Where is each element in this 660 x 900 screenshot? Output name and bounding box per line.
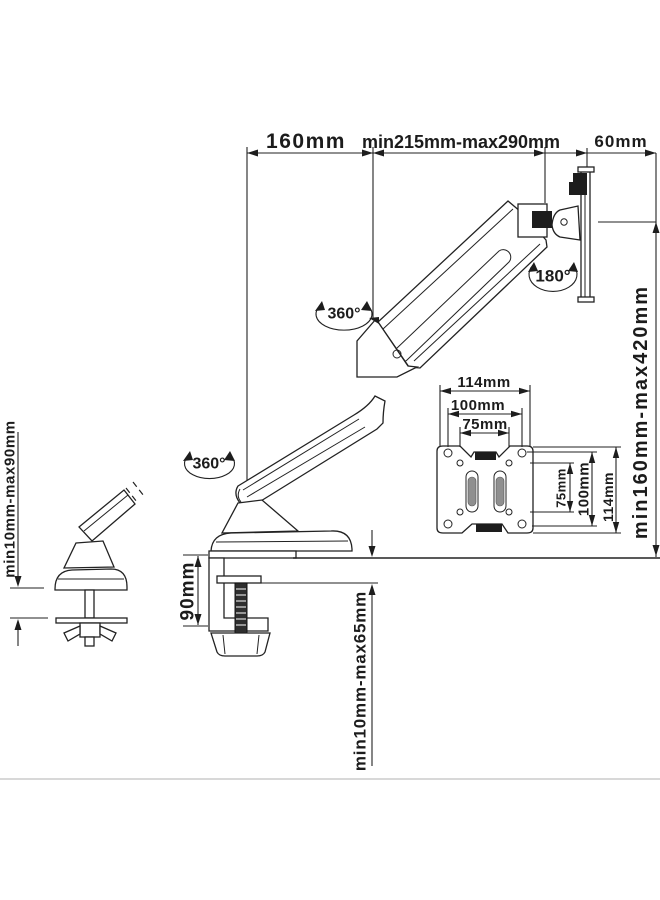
ball-joint bbox=[551, 205, 581, 241]
arm-stub bbox=[78, 489, 136, 542]
label-grommet-range: min10mm-max90mm bbox=[2, 420, 19, 577]
clamp-pad bbox=[216, 575, 262, 584]
label-vesa-width-114: 114mm bbox=[457, 374, 510, 391]
label-tilt-180: 180° bbox=[535, 267, 570, 286]
clamp-top bbox=[208, 550, 297, 559]
vesa-top-clip bbox=[475, 452, 496, 460]
label-swivel-base: 360° bbox=[192, 456, 225, 473]
grommet-plate bbox=[55, 617, 128, 624]
rotation-180-head-icon: 180° bbox=[528, 262, 578, 292]
top-dimension-chain: 160mm min215mm-max290mm 60mm bbox=[246, 130, 656, 488]
label-vesa-width-100: 100mm bbox=[451, 397, 505, 414]
monitor-head bbox=[517, 166, 595, 303]
label-swivel-upper: 360° bbox=[327, 306, 360, 323]
quick-release-block bbox=[532, 211, 552, 228]
base-dome bbox=[210, 530, 353, 552]
grommet-range-dimension: min10mm-max90mm bbox=[2, 420, 48, 646]
label-height-range: min160mm-max420mm bbox=[630, 285, 652, 539]
rotation-360-base-icon: 360° bbox=[183, 451, 236, 480]
height-dimension: min160mm-max420mm bbox=[598, 153, 660, 557]
label-clamp-drop: 90mm bbox=[178, 562, 199, 621]
elbow-joint bbox=[356, 317, 420, 378]
grommet-cone bbox=[62, 540, 115, 569]
wing-nut bbox=[79, 622, 101, 638]
label-vesa-width-75: 75mm bbox=[462, 416, 507, 433]
release-tab bbox=[569, 173, 587, 195]
rotation-360-upper-icon: 360° bbox=[315, 301, 373, 331]
desk-thickness-dimension: min10mm-max65mm bbox=[351, 530, 376, 771]
label-vesa-height-75: 75mm bbox=[554, 468, 569, 508]
label-vesa-height-100: 100mm bbox=[576, 462, 593, 516]
vesa-plate-detail bbox=[436, 445, 534, 534]
label-reach-160: 160mm bbox=[266, 130, 346, 153]
riser-cone bbox=[220, 499, 300, 534]
vesa-bottom-clip bbox=[476, 524, 502, 532]
clamp-drop-dimension: 90mm bbox=[178, 554, 208, 627]
lower-arm bbox=[235, 395, 386, 508]
clamp-knob bbox=[210, 632, 271, 657]
label-head-60: 60mm bbox=[594, 132, 647, 151]
clamp-screw bbox=[234, 582, 248, 634]
label-reach-215-290: min215mm-max290mm bbox=[362, 132, 560, 152]
desk-clamp bbox=[208, 499, 353, 657]
vesa-height-dimensions: 75mm 100mm 114mm bbox=[527, 446, 621, 534]
grommet-base bbox=[54, 481, 145, 647]
label-vesa-height-114: 114mm bbox=[600, 472, 616, 522]
grommet-rod bbox=[84, 589, 95, 619]
vesa-width-dimensions: 114mm 100mm 75mm bbox=[439, 374, 531, 447]
label-desk-thickness: min10mm-max65mm bbox=[351, 591, 370, 771]
